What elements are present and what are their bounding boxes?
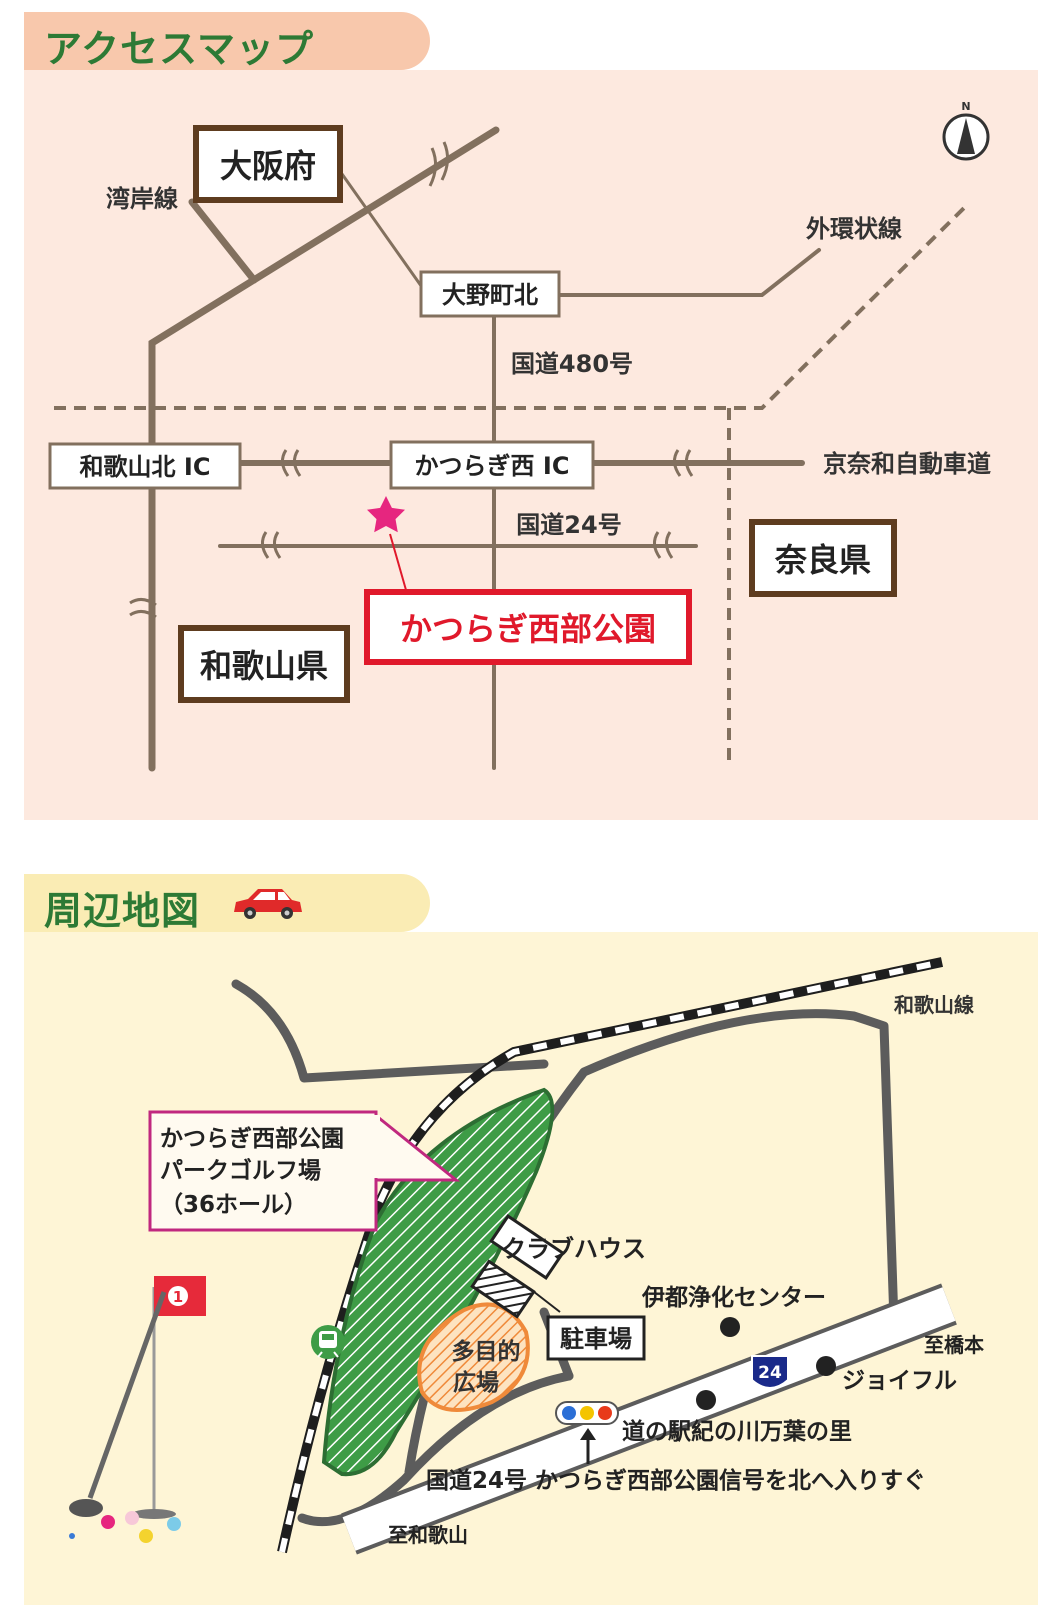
road-label-route480: 国道480号 <box>511 350 633 378</box>
golf-balls-icon <box>69 1511 181 1543</box>
destination-box <box>364 589 692 665</box>
prefecture-wakayama: 和歌山県 <box>200 647 328 685</box>
car-icon <box>234 889 302 919</box>
junction-ono: 大野町北 <box>442 281 538 309</box>
road-north-loop <box>231 979 549 1083</box>
park-callout-box <box>148 1110 378 1232</box>
vicinity-map-title: 周辺地図 <box>44 889 201 933</box>
landmark-michinoeki: 道の駅紀の川万葉の里 <box>622 1418 852 1445</box>
destination-pointer <box>389 533 407 591</box>
vicinity-map-header: 周辺地図 <box>24 874 430 933</box>
road-park-access <box>297 1371 574 1527</box>
road-break-marks <box>129 141 694 619</box>
park-golf-flag-icon: 1 <box>132 1276 206 1519</box>
park-callout-line-2: パークゴルフ場 <box>160 1157 321 1184</box>
road-label-gaikanjo: 外環状線 <box>806 215 902 243</box>
junction-box-ono <box>419 270 561 318</box>
prefecture-osaka: 大阪府 <box>220 147 316 185</box>
vicinity-map: 多目的 広場 クラブハウス 駐車場 かつらぎ西部公園 パークゴルフ場 （36ホー… <box>24 932 1038 1605</box>
border-osaka-wakayama <box>54 206 966 410</box>
star-icon <box>367 496 405 533</box>
rail-line-label: 和歌山線 <box>894 993 974 1017</box>
traffic-signal-icon <box>555 1401 619 1425</box>
road-wangan <box>148 126 500 772</box>
park-callout-line-1: かつらぎ西部公園 <box>160 1125 344 1152</box>
prefecture-box-osaka <box>193 125 343 203</box>
route-instruction: 国道24号 かつらぎ西部公園信号を北へ入りすぐ <box>426 1467 926 1494</box>
road-label-wangan: 湾岸線 <box>106 185 178 213</box>
route-badge-label: 24 <box>758 1363 782 1383</box>
direction-hashimoto: 至橋本 <box>924 1333 984 1357</box>
plaza-label-2: 広場 <box>453 1369 499 1396</box>
flag-number: 1 <box>173 1288 183 1306</box>
road-gaikanjo <box>552 248 821 297</box>
road-osaka-connector <box>340 172 426 292</box>
parking-label: 駐車場 <box>560 1325 632 1353</box>
clubhouse-building <box>489 1214 565 1280</box>
junction-wakayama-kita-ic: 和歌山北 IC <box>80 453 211 481</box>
arrow-up-icon <box>580 1428 596 1464</box>
prefecture-nara: 奈良県 <box>774 541 871 579</box>
direction-wakayama: 至和歌山 <box>388 1523 468 1547</box>
landmark-dot-michinoeki <box>696 1390 716 1410</box>
landmark-dot-joyful <box>816 1356 836 1376</box>
access-map: N 大阪府 和歌山県 奈良県 湾岸線 外環状線 国道480号 国道24号 京奈和… <box>24 70 1038 820</box>
vicinity-map-svg: 多目的 広場 クラブハウス 駐車場 かつらぎ西部公園 パークゴルフ場 （36ホー… <box>69 957 984 1555</box>
access-map-title: アクセスマップ <box>44 27 314 71</box>
park-callout-line-3: （36ホール） <box>160 1191 307 1218</box>
landmark-dot-ito <box>720 1317 740 1337</box>
plaza-label-1: 多目的 <box>452 1338 521 1365</box>
train-station-icon <box>311 1325 345 1359</box>
destination-label: かつらぎ西部公園 <box>400 610 656 648</box>
parking-lot <box>470 1259 536 1319</box>
clubhouse-label: クラブハウス <box>502 1235 646 1263</box>
parking-box <box>546 1315 646 1361</box>
landmark-ito: 伊都浄化センター <box>641 1284 826 1311</box>
route-24-badge-icon: 24 <box>751 1355 789 1389</box>
compass-label: N <box>961 100 970 113</box>
junction-katsuragi-nishi-ic: かつらぎ西 IC <box>415 452 570 480</box>
junction-box-katsuragi-nishi-ic <box>389 440 595 490</box>
compass-icon: N <box>942 100 990 161</box>
access-map-header: アクセスマップ <box>24 12 430 71</box>
junction-box-wakayama-kita-ic <box>48 442 242 490</box>
prefecture-box-wakayama <box>178 625 350 703</box>
prefecture-box-nara <box>749 519 897 597</box>
landmark-joyful: ジョイフル <box>842 1368 957 1394</box>
parking-pointer <box>528 1287 561 1313</box>
road-label-keinawa: 京奈和自動車道 <box>823 450 991 478</box>
park-golf-area <box>321 1087 555 1477</box>
access-map-svg: N 大阪府 和歌山県 奈良県 湾岸線 外環状線 国道480号 国道24号 京奈和… <box>48 100 991 772</box>
road-label-route24: 国道24号 <box>516 511 621 539</box>
golf-club-icon <box>69 1291 167 1517</box>
road-wangan-branch <box>188 198 258 284</box>
